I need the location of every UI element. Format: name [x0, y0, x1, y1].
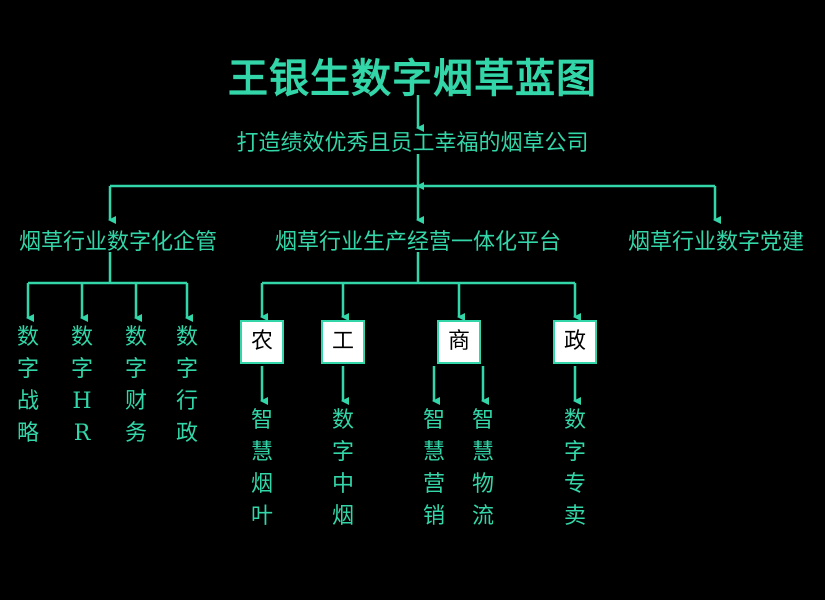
leaf-smart-logistics: 智 慧 物 流 — [471, 408, 494, 529]
diagram-subtitle: 打造绩效优秀且员工幸福的烟草公司 — [236, 131, 589, 156]
leaf-digital-monopoly: 数 字 专 卖 — [563, 408, 586, 529]
leaf-digital-cigarette-industry: 数 字 中 烟 — [331, 408, 354, 529]
module-industry-box: 工 — [321, 320, 365, 364]
leaf-digital-administration: 数 字 行 政 — [175, 325, 198, 446]
module-commerce-box: 商 — [437, 320, 481, 364]
module-agriculture-box: 农 — [240, 320, 284, 364]
leaf-smart-tobacco-leaf: 智 慧 烟 叶 — [250, 408, 273, 529]
branch-production-platform: 烟草行业生产经营一体化平台 — [274, 230, 562, 255]
branch-enterprise-management: 烟草行业数字化企管 — [18, 230, 218, 255]
leaf-digital-finance: 数 字 财 务 — [124, 325, 147, 446]
diagram-title: 王银生数字烟草蓝图 — [228, 55, 597, 102]
module-government-box: 政 — [553, 320, 597, 364]
leaf-digital-hr: 数 字 H R — [70, 325, 93, 446]
leaf-digital-strategy: 数 字 战 略 — [16, 325, 39, 446]
leaf-smart-marketing: 智 慧 营 销 — [422, 408, 445, 529]
branch-party-building: 烟草行业数字党建 — [627, 230, 805, 255]
